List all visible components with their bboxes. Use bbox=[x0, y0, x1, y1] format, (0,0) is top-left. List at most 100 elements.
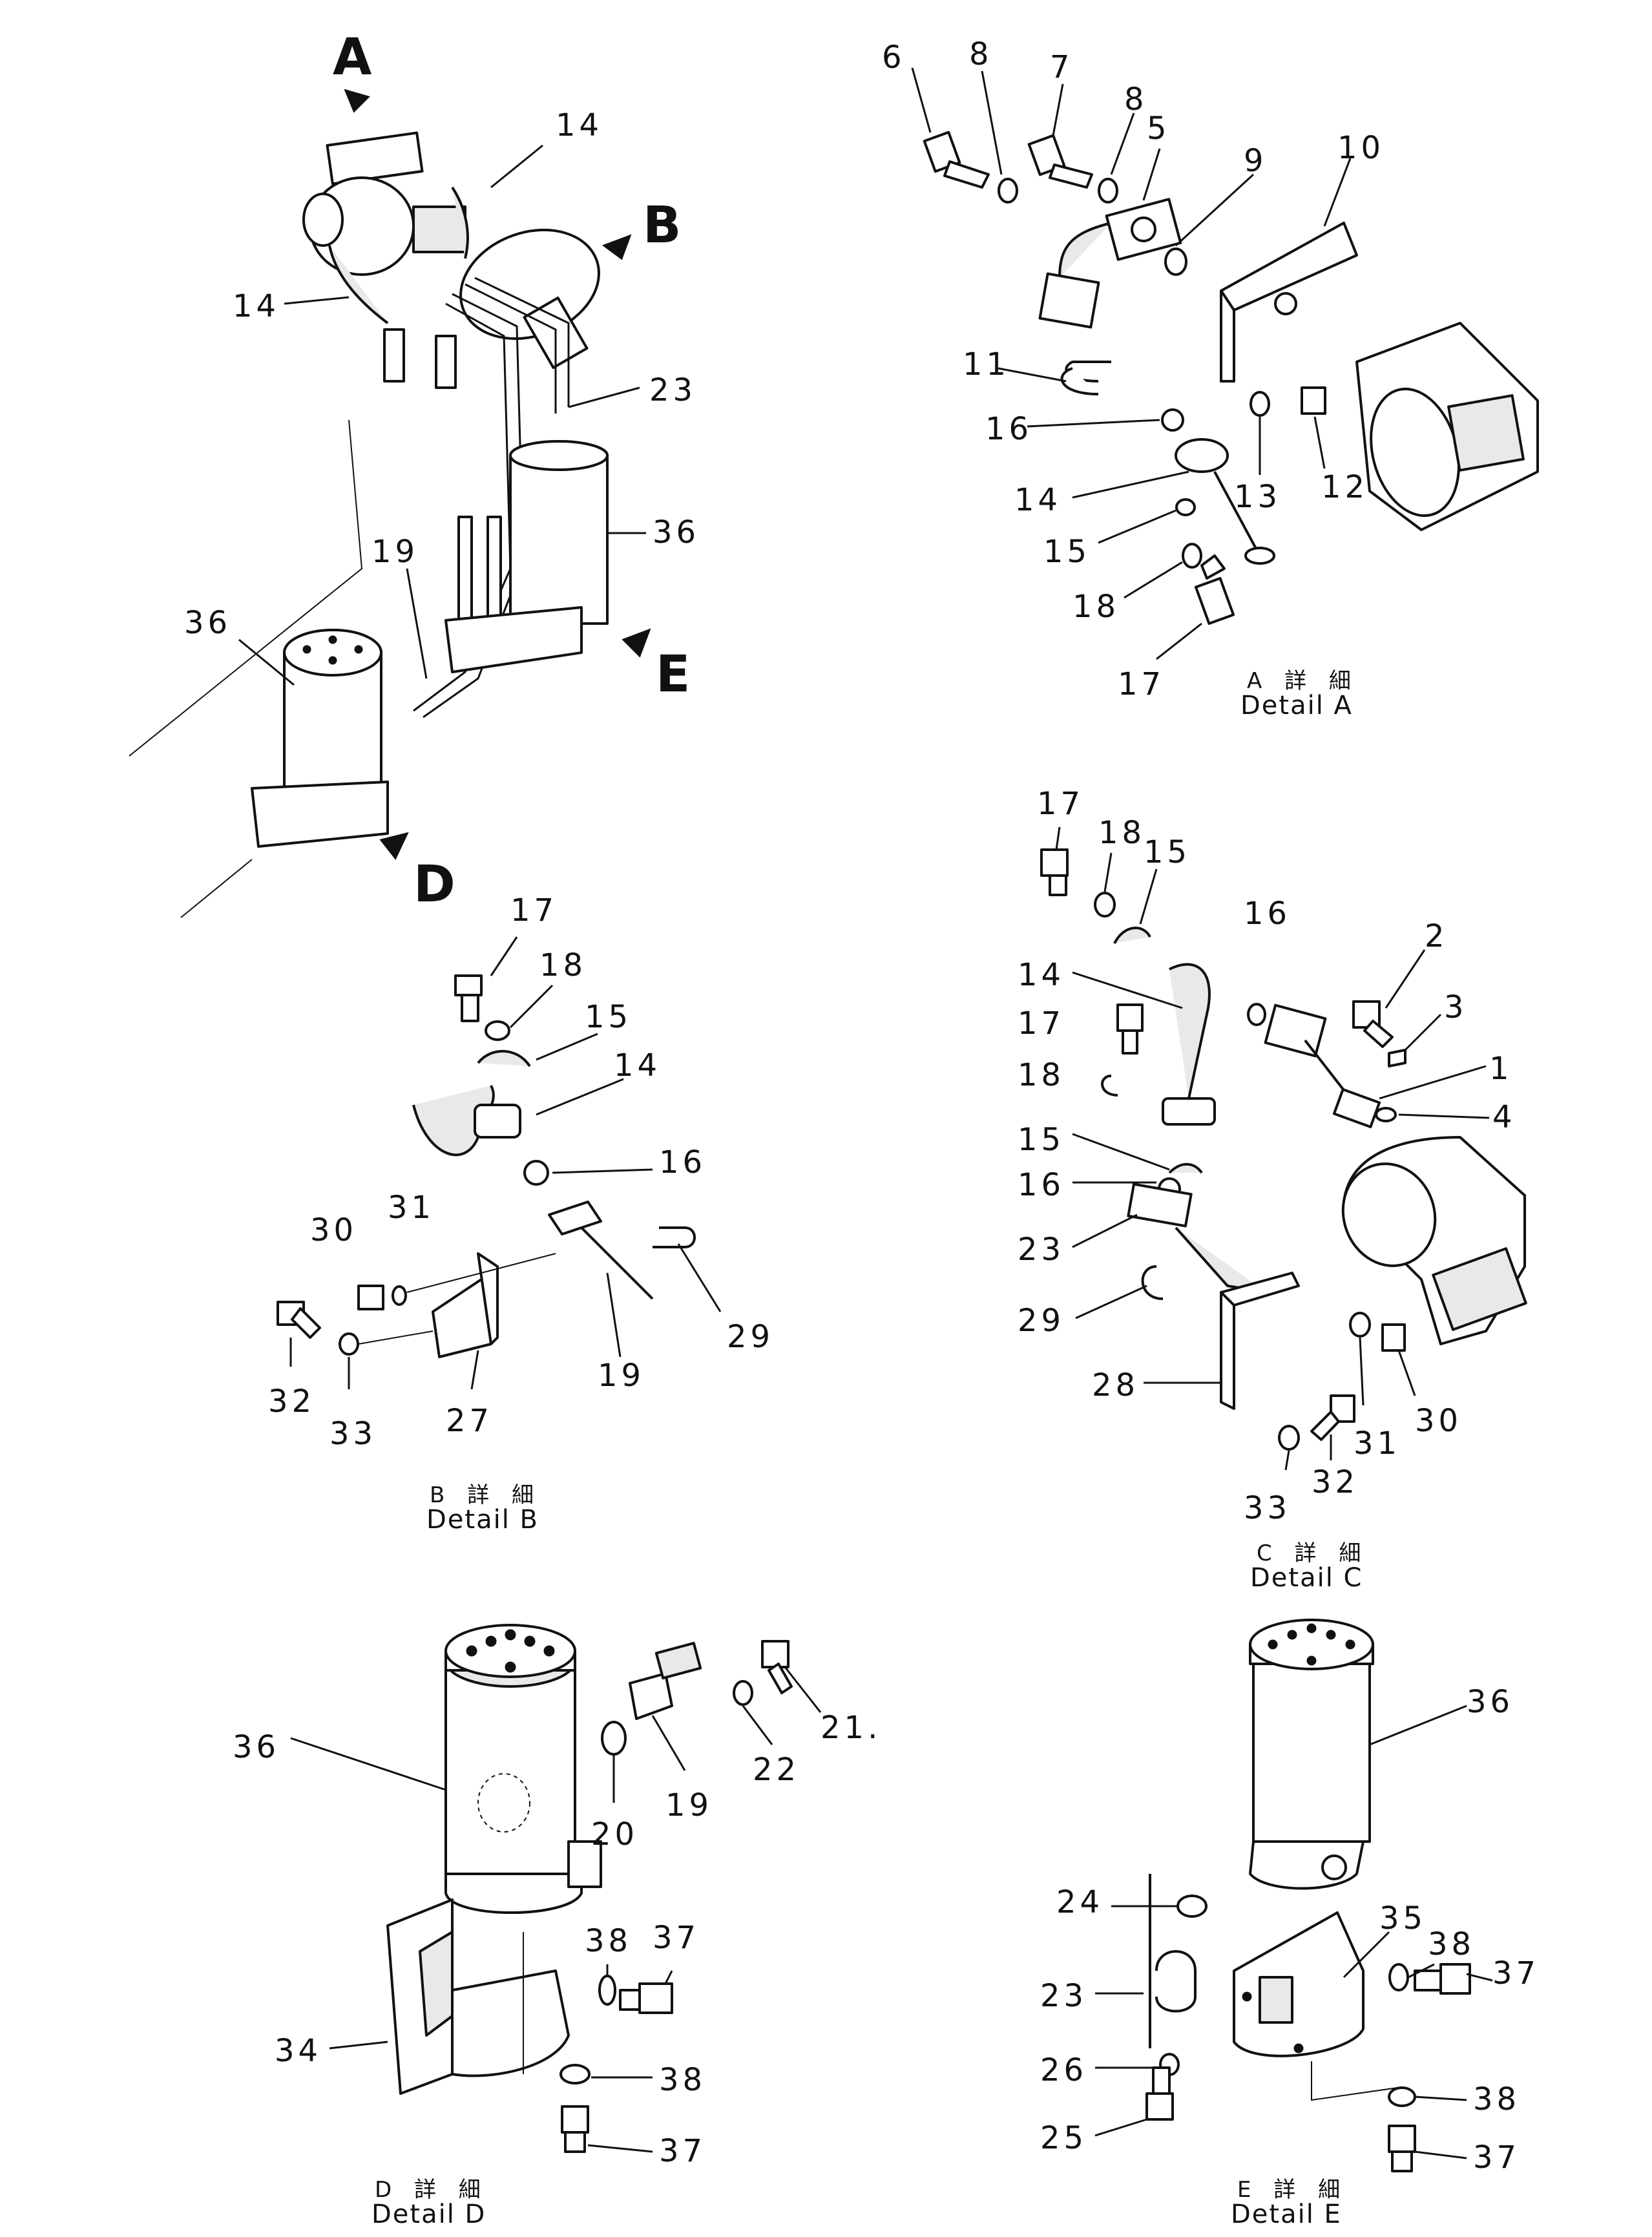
detail-b-caption: Detail B bbox=[426, 1505, 539, 1535]
o-ring-24 bbox=[1176, 1895, 1208, 1918]
callout-29: 29 bbox=[1018, 1303, 1065, 1339]
callout-33: 33 bbox=[1244, 1490, 1291, 1526]
arrow-e-icon bbox=[622, 628, 651, 658]
detail-c-caption-jp: C 詳 細 bbox=[1257, 1540, 1368, 1566]
clamp-15 bbox=[1113, 927, 1151, 944]
clamp-15 bbox=[477, 1049, 531, 1067]
callout-37: 37 bbox=[1492, 1955, 1540, 1991]
o-ring-16 bbox=[523, 1160, 549, 1186]
callout-30: 30 bbox=[310, 1212, 357, 1248]
callout-26: 26 bbox=[1040, 2052, 1087, 2088]
o-ring-16 bbox=[1161, 408, 1184, 432]
tube-19 bbox=[548, 1201, 654, 1300]
elbow-1 bbox=[1264, 1003, 1381, 1129]
callout-19: 19 bbox=[598, 1358, 645, 1394]
detail-a-caption-jp: A 詳 細 bbox=[1247, 668, 1359, 694]
callout-7: 7 bbox=[1050, 49, 1074, 85]
callout-25: 25 bbox=[1040, 2120, 1087, 2156]
washer-18 bbox=[1094, 892, 1116, 918]
callout-28: 28 bbox=[1092, 1367, 1139, 1403]
clamp-15 bbox=[1168, 1162, 1203, 1174]
o-ring-16 bbox=[1247, 1003, 1266, 1026]
callout-35: 35 bbox=[1379, 1900, 1427, 1937]
pump-body-a bbox=[1355, 322, 1539, 531]
detail-b-caption-jp: B 詳 細 bbox=[430, 1482, 541, 1508]
callout-33: 33 bbox=[329, 1416, 377, 1452]
bolt-17 bbox=[1040, 848, 1069, 896]
callout-13: 13 bbox=[1234, 479, 1281, 515]
washer-33 bbox=[1278, 1425, 1300, 1451]
filter-36-upper bbox=[444, 440, 609, 673]
filter-36 bbox=[444, 1624, 602, 1914]
frame-outline bbox=[129, 419, 363, 757]
callout-15: 15 bbox=[585, 999, 632, 1035]
callout-38: 38 bbox=[1428, 1926, 1475, 1962]
callout-23: 23 bbox=[649, 372, 696, 408]
callout-18: 18 bbox=[1018, 1057, 1065, 1093]
detail-e-caption-jp: E 詳 細 bbox=[1237, 2177, 1348, 2203]
callout-37: 37 bbox=[1473, 2139, 1520, 2176]
bolt-37 bbox=[1388, 2125, 1416, 2172]
bolt-7 bbox=[1027, 134, 1093, 189]
callout-16: 16 bbox=[659, 1144, 706, 1181]
callout-31: 31 bbox=[388, 1190, 435, 1226]
elbow-5 bbox=[1038, 198, 1182, 329]
bolt-32 bbox=[1310, 1394, 1355, 1441]
callout-23: 23 bbox=[1018, 1232, 1065, 1268]
callout-34: 34 bbox=[275, 2033, 322, 2069]
callout-17: 17 bbox=[1018, 1005, 1065, 1042]
view-arrow-label-b: B bbox=[643, 196, 681, 255]
callout-5: 5 bbox=[1147, 110, 1171, 147]
callout-15: 15 bbox=[1144, 834, 1191, 870]
pipe-23 bbox=[465, 283, 557, 414]
callout-14: 14 bbox=[1018, 957, 1065, 993]
callout-14: 14 bbox=[556, 107, 603, 143]
detail-a-caption: Detail A bbox=[1240, 691, 1353, 720]
washer-8 bbox=[998, 178, 1018, 204]
callout-17: 17 bbox=[1037, 786, 1084, 822]
callout-18: 18 bbox=[539, 947, 587, 983]
o-ring-20 bbox=[601, 1721, 627, 1756]
callout-8: 8 bbox=[1124, 81, 1148, 118]
detail-c-view: 17 18 15 16 2 14 3 17 1 18 4 15 16 23 29… bbox=[1018, 786, 1527, 1593]
u-clip-29 bbox=[653, 1226, 696, 1248]
bolt-21 bbox=[761, 1640, 793, 1694]
callout-36: 36 bbox=[233, 1729, 280, 1765]
nut-30 bbox=[1381, 1323, 1406, 1352]
tube-23 bbox=[1149, 1874, 1197, 2048]
washer-13 bbox=[1249, 391, 1270, 417]
arrow-d-icon bbox=[379, 832, 409, 860]
washer-18 bbox=[1182, 543, 1202, 569]
callout-37: 37 bbox=[659, 2133, 706, 2169]
callout-27: 27 bbox=[446, 1403, 493, 1439]
callout-37: 37 bbox=[653, 1920, 700, 1956]
callout-32: 32 bbox=[1312, 1464, 1359, 1500]
callout-8: 8 bbox=[969, 36, 993, 72]
hose-14 bbox=[412, 1085, 521, 1157]
bolt-6 bbox=[923, 131, 990, 189]
callout-19: 19 bbox=[371, 534, 419, 570]
bolt-32 bbox=[277, 1301, 321, 1339]
callout-16: 16 bbox=[985, 411, 1032, 447]
clamp-18 bbox=[1101, 1075, 1118, 1097]
washer-38 bbox=[1388, 1963, 1409, 1991]
callout-18: 18 bbox=[1098, 815, 1145, 851]
callout-12: 12 bbox=[1321, 469, 1368, 505]
callout-19: 19 bbox=[665, 1787, 713, 1823]
callout-9: 9 bbox=[1244, 143, 1268, 179]
callout-29: 29 bbox=[727, 1319, 774, 1355]
detail-e-caption: Detail E bbox=[1231, 2200, 1342, 2229]
washer-38 bbox=[559, 2064, 591, 2085]
o-ring-9 bbox=[1164, 247, 1187, 276]
callout-14: 14 bbox=[233, 288, 280, 324]
u-clip-29 bbox=[1141, 1265, 1164, 1300]
callout-31: 31 bbox=[1354, 1425, 1401, 1462]
detail-d-view: 36 19 22 21. 20 38 37 34 38 37 D 詳 細 Det… bbox=[233, 1624, 877, 2229]
washer-8 bbox=[1098, 178, 1118, 204]
tube-19 bbox=[629, 1641, 702, 1720]
washer-18 bbox=[485, 1020, 510, 1041]
detail-e-view: 36 24 35 38 37 23 26 38 25 37 E 詳 細 Deta… bbox=[1040, 1619, 1540, 2229]
washer-31 bbox=[1349, 1312, 1371, 1338]
frame-outline-lower bbox=[180, 859, 253, 918]
